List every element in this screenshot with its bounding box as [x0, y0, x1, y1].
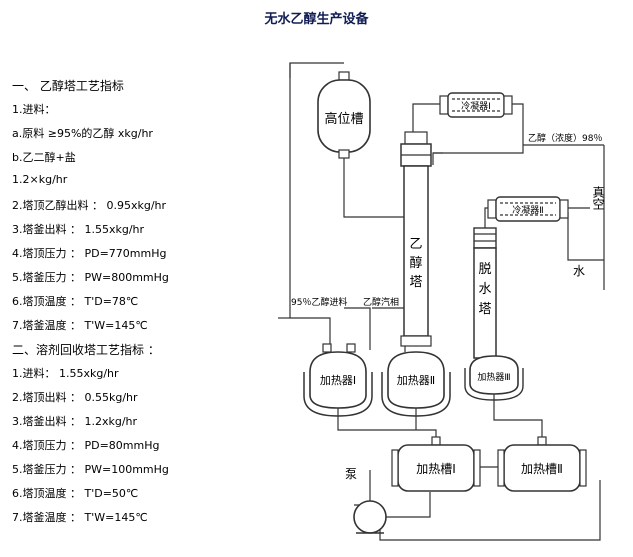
- high-tank: [317, 71, 371, 159]
- heating-tank1-label: 加热槽Ⅰ: [416, 462, 456, 476]
- spec-item: 3.塔釜出料 ： 1.55xkg/hr: [12, 223, 145, 236]
- spec-item: 4.塔顶压力 ： PD=770mmHg: [12, 247, 167, 260]
- section2-heading: 二、溶剂回收塔工艺指标 ：: [12, 343, 160, 357]
- feed-label: 95％乙醇进料: [291, 296, 347, 308]
- condenser1: [439, 92, 513, 118]
- pump-label: 泵: [345, 467, 357, 481]
- pipe-heater2-top: [372, 307, 406, 352]
- section1-heading: 一、 乙醇塔工艺指标: [12, 79, 124, 93]
- condenser1-label: 冷凝器Ⅰ: [461, 100, 491, 112]
- spec-item: 4.塔顶压力 ： PD=80mmHg: [12, 439, 160, 452]
- pipe-top-left: [289, 62, 344, 78]
- ethanol-product-label: 乙醇（浓度）98％: [528, 132, 602, 144]
- spec-item: 3.塔釜出料 ： 1.2xkg/hr: [12, 415, 138, 428]
- condenser2: [487, 196, 569, 222]
- spec-item: 1.2×kg/hr: [12, 173, 68, 186]
- heater2-label: 加热器Ⅱ: [397, 374, 435, 387]
- spec-item: b.乙二醇+盐: [12, 151, 76, 164]
- spec-item: 7.塔釜温度 ： T'W=145℃: [12, 319, 148, 332]
- spec-item: a.原料 ≥95%的乙醇 xkg/hr: [12, 127, 153, 140]
- ethanol-column-label-2: 醇: [409, 255, 422, 271]
- pipe-pump-out: [386, 492, 431, 518]
- ethanol-column-label-3: 塔: [409, 275, 422, 290]
- dehydration-column-label-2: 水: [478, 282, 491, 297]
- water-label: 水: [573, 264, 585, 278]
- ethanol-column: [400, 131, 432, 347]
- pipe-condenser1-return: [432, 103, 524, 165]
- heating-tank1: [391, 436, 481, 492]
- spec-item: 6.塔顶温度 ： T'D=50℃: [12, 487, 139, 500]
- heater1: [303, 343, 373, 417]
- pipe-vapor: [344, 307, 371, 350]
- spec-item: 6.塔顶温度 ： T'D=78℃: [12, 295, 139, 308]
- spec-item: 7.塔釜温度 ： T'W=145℃: [12, 511, 148, 524]
- heater3: [464, 355, 524, 401]
- pipe-condenser2-water: [567, 212, 604, 261]
- spec-item: 5.塔釜压力 ： PW=800mmHg: [12, 271, 169, 284]
- ethanol-column-label-1: 乙: [409, 237, 422, 252]
- pump: [353, 500, 387, 534]
- vapor-label: 乙醇汽相: [363, 296, 399, 308]
- spec-item: 2.塔顶出料 ： 0.55kg/hr: [12, 391, 138, 404]
- spec-item: 1.进料： 1.55xkg/hr: [12, 367, 119, 380]
- spec-item: 2.塔顶乙醇出料 ： 0.95xkg/hr: [12, 199, 167, 212]
- pipe-heater3-tank: [493, 393, 543, 445]
- condenser2-label: 冷凝器Ⅱ: [512, 204, 543, 216]
- heater2: [381, 351, 451, 417]
- page-title: 无水乙醇生产设备: [264, 12, 369, 27]
- spec-item: 5.塔釜压力 ： PW=100mmHg: [12, 463, 169, 476]
- high-tank-label: 高位槽: [324, 111, 363, 127]
- pipe-column-to-condenser1: [412, 103, 447, 132]
- heater1-label: 加热器Ⅰ: [320, 374, 356, 387]
- dehydration-column-label-1: 脱: [478, 262, 491, 277]
- pipe-tank-to-column: [343, 158, 404, 218]
- heating-tank2: [497, 436, 587, 492]
- pipe-feed-heater1: [290, 317, 331, 345]
- heater3-label: 加热器Ⅲ: [477, 371, 510, 383]
- heating-tank2-label: 加热槽Ⅱ: [521, 462, 563, 476]
- vacuum-label: 真空: [591, 186, 605, 210]
- dehydration-column-label-3: 塔: [478, 302, 491, 317]
- spec-item: 1.进料：: [12, 103, 56, 116]
